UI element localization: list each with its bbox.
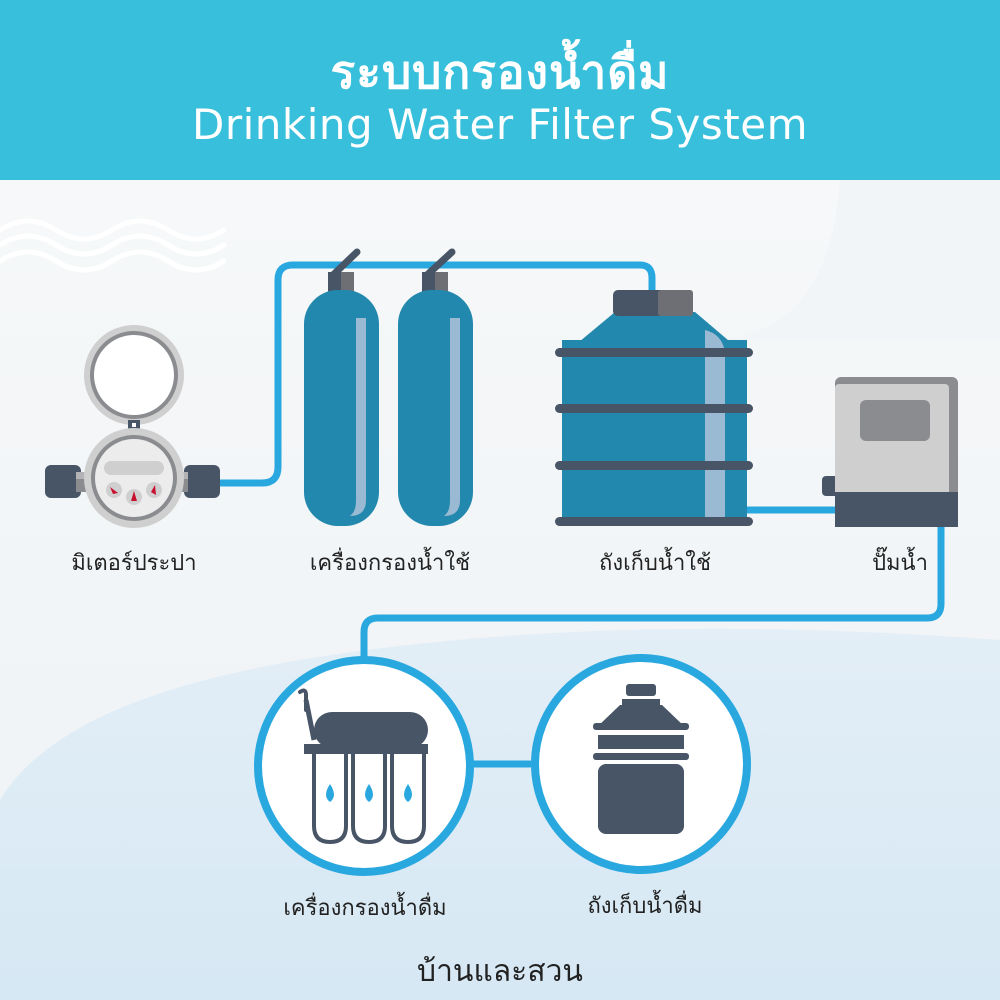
background-shape-top xyxy=(720,180,1000,340)
background-shape-lower xyxy=(0,628,1000,1000)
label-water-filters: เครื่องกรองน้ำใช้ xyxy=(309,551,471,576)
label-drinking-tank: ถังเก็บน้ำดื่ม xyxy=(587,894,703,919)
water-bottle-icon xyxy=(531,654,751,874)
water-meter-icon xyxy=(45,325,220,528)
title-thai: ระบบกรองน้ำดื่ม xyxy=(330,45,670,99)
header-banner: ระบบกรองน้ำดื่ม Drinking Water Filter Sy… xyxy=(0,0,1000,180)
storage-tank-icon xyxy=(555,290,753,526)
label-drinking-filter: เครื่องกรองน้ำดื่ม xyxy=(283,896,447,921)
source-label: บ้านและสวน xyxy=(417,954,583,989)
water-pump-icon xyxy=(822,377,958,527)
filter-tank-2 xyxy=(398,248,473,526)
diagram-canvas xyxy=(0,180,1000,1000)
ro-filter-icon xyxy=(254,656,474,876)
pipe-pump-to-drinking xyxy=(360,521,945,674)
filter-tank-1 xyxy=(304,248,379,526)
label-water-pump: ปั๊มน้ำ xyxy=(872,551,928,576)
pipe-meter-to-filters xyxy=(216,261,656,487)
label-storage-tank: ถังเก็บน้ำใช้ xyxy=(599,551,711,576)
wave-decoration xyxy=(0,218,227,273)
label-water-meter: มิเตอร์ประปา xyxy=(71,551,197,576)
title-english: Drinking Water Filter System xyxy=(191,100,808,149)
filter-tanks-icon xyxy=(304,248,473,526)
pipes xyxy=(216,261,945,768)
